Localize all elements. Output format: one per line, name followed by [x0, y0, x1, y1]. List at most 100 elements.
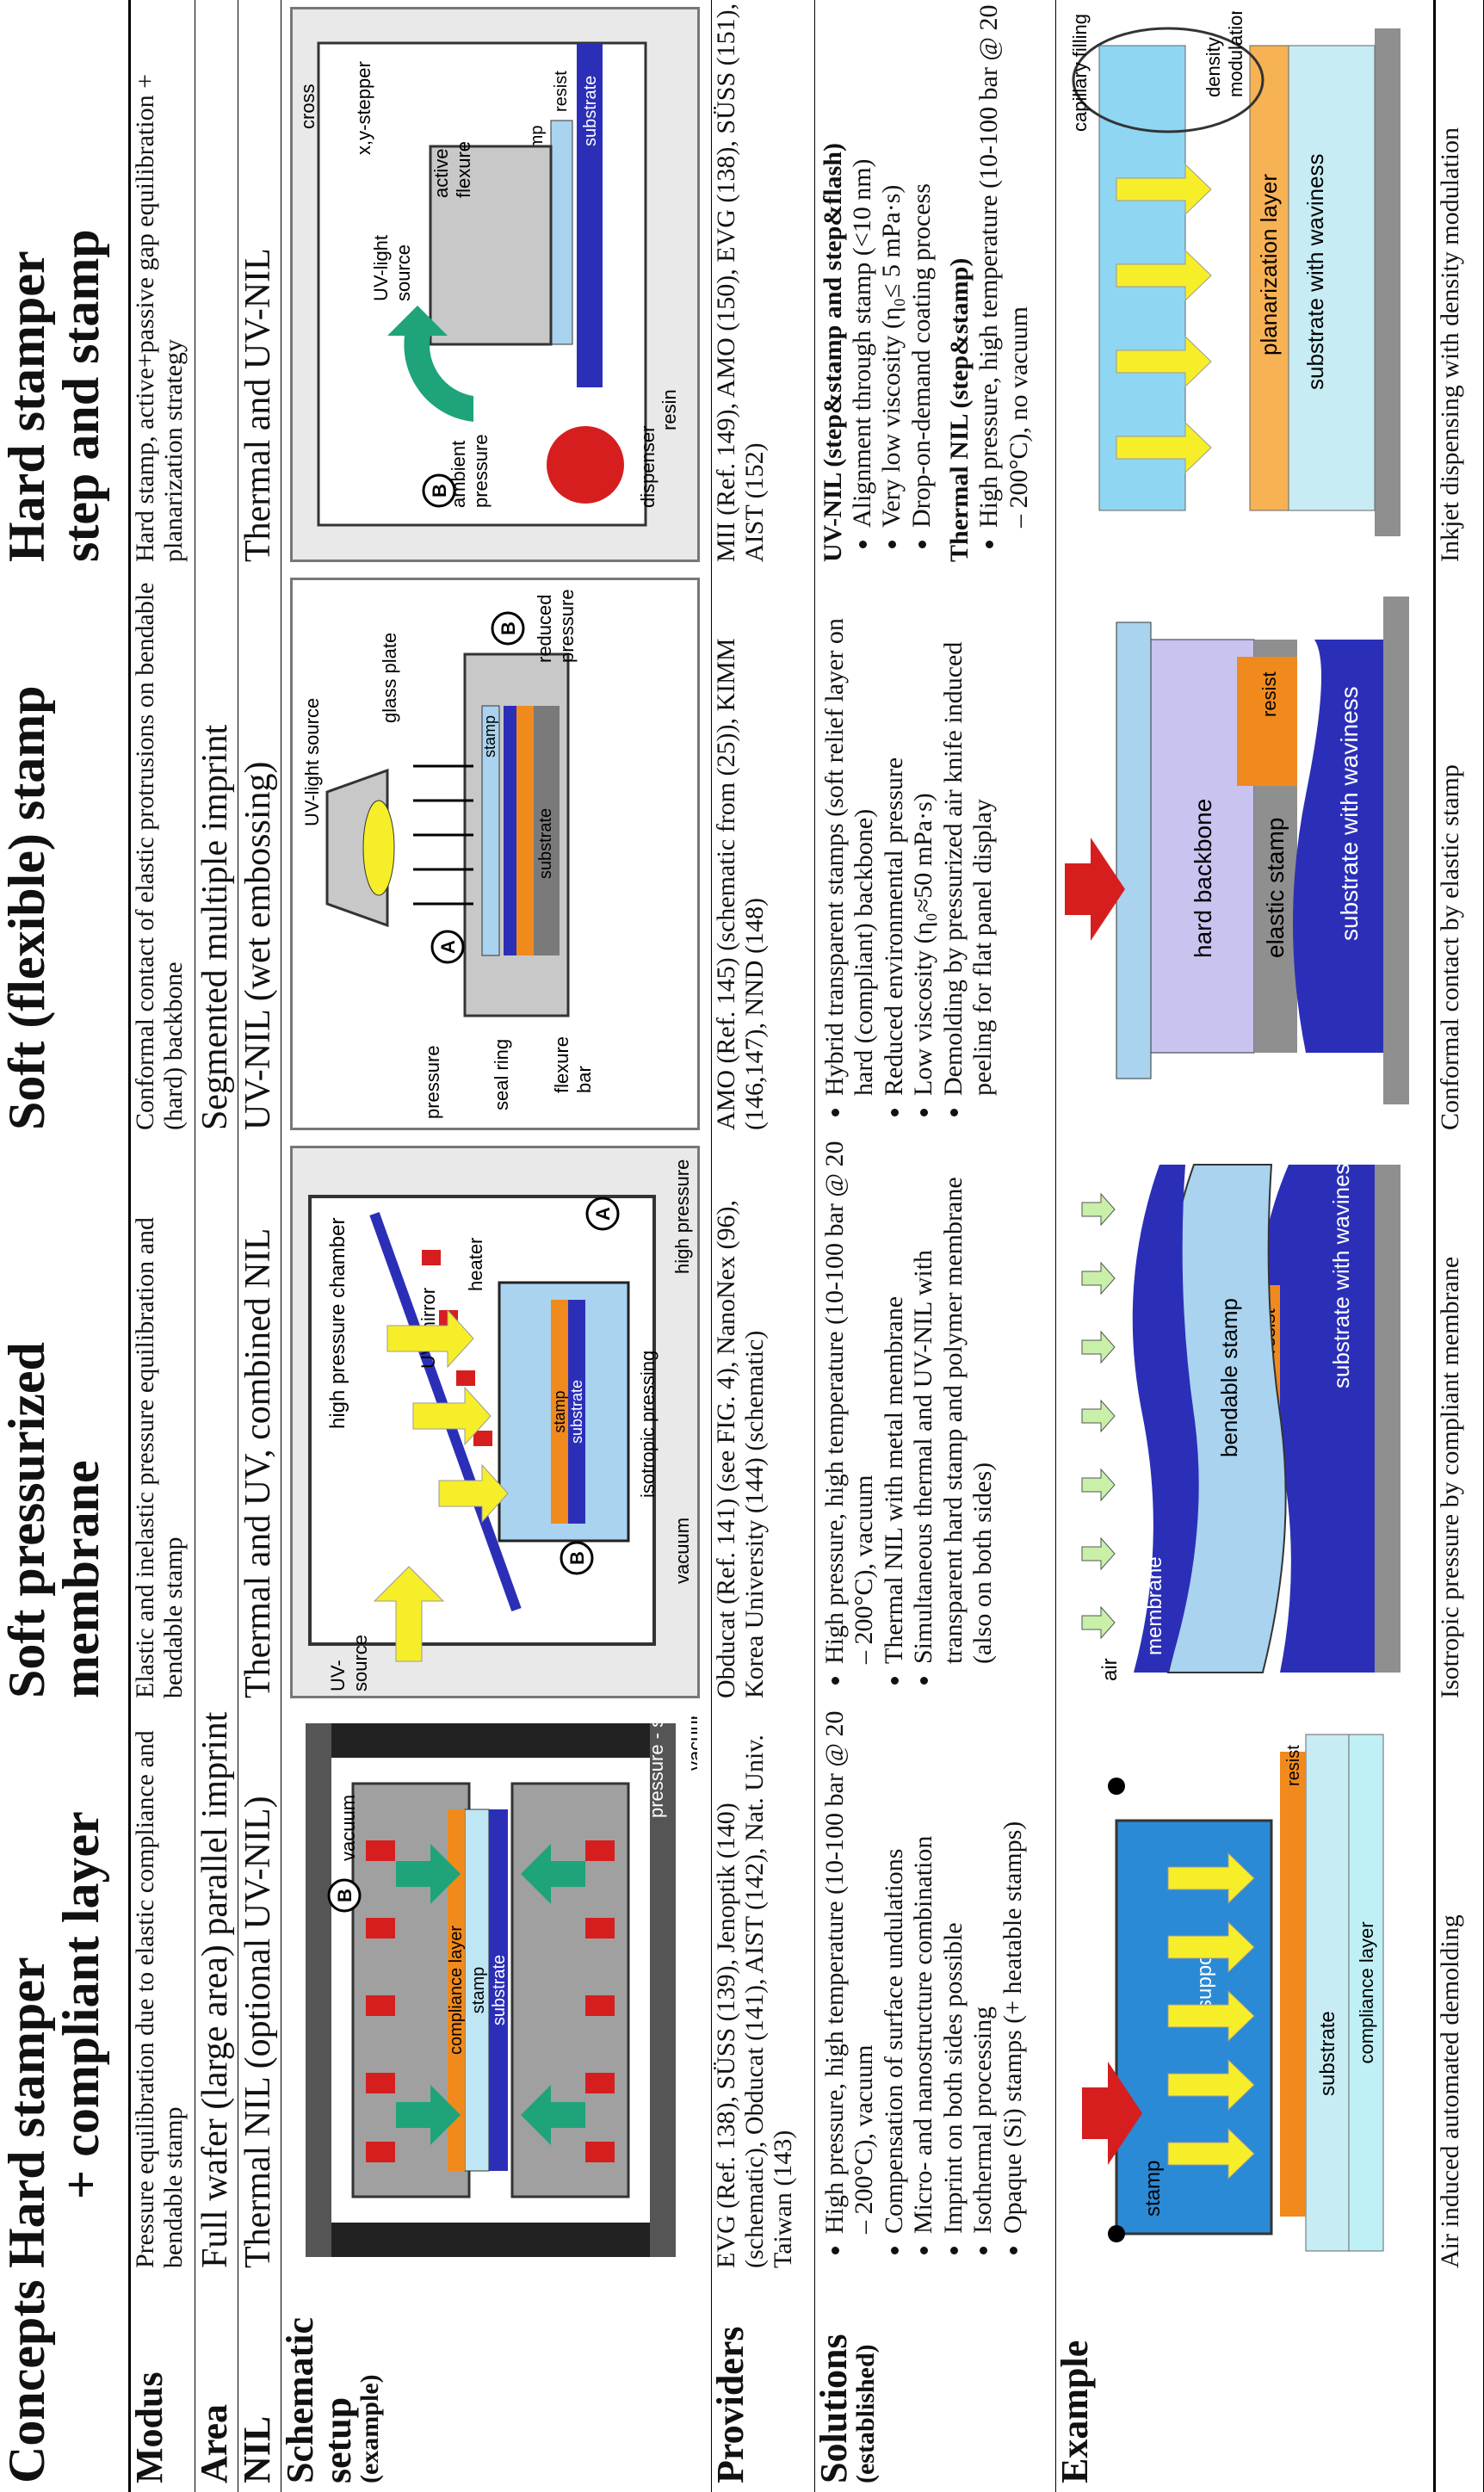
example-4-svg: substrate with waviness planarization la…	[1069, 7, 1401, 536]
svg-text:B: B	[566, 1551, 588, 1565]
schematic-3-svg: substrate stamp UV-light source glass pl…	[301, 589, 595, 1119]
svg-text:elastic stamp: elastic stamp	[1262, 818, 1289, 958]
svg-text:A: A	[592, 1207, 614, 1221]
svg-text:substrate with waviness: substrate with waviness	[1328, 1152, 1354, 1388]
solutions-c4-head-thermal: Thermal NIL (step&stamp)	[945, 257, 974, 562]
svg-text:source: source	[393, 244, 414, 301]
svg-text:vacuum: vacuum	[671, 1518, 693, 1584]
example-2: substrate with waviness resist bendable …	[1065, 1146, 1426, 1698]
svg-text:seal ring: seal ring	[491, 1039, 512, 1110]
list-item: High pressure, high temperature (10-100 …	[820, 1139, 880, 1664]
svg-text:stamp: stamp	[481, 715, 498, 757]
list-item: Isothermal processing	[968, 1707, 999, 2234]
svg-text:membrane: membrane	[1143, 1556, 1166, 1655]
svg-text:glass plate: glass plate	[379, 633, 400, 723]
area-row: Area Full wafer (large area) parallel im…	[193, 0, 238, 2492]
svg-text:pressure - screw: pressure - screw	[646, 1715, 667, 1818]
schematic-2: high pressure chamber UV-mirror stamp su…	[289, 1146, 700, 1698]
area-segmented: Segmented multiple imprint	[195, 0, 238, 1139]
svg-text:compliance layer: compliance layer	[447, 1926, 466, 2055]
svg-text:dispenser: dispenser	[637, 426, 659, 508]
solutions-c1: High pressure, high temperature (10-100 …	[814, 1707, 1055, 2277]
svg-text:heater: heater	[465, 1238, 486, 1291]
modus-c1: Pressure equilibration due to elastic co…	[129, 1707, 195, 2277]
svg-text:stamp: stamp	[469, 1967, 488, 2013]
svg-text:density: density	[1203, 37, 1224, 97]
svg-text:bendable stamp: bendable stamp	[1216, 1298, 1242, 1457]
col-soft-membrane-header: Soft pressurized membrane	[0, 1139, 129, 1707]
list-item: Very low viscosity (η₀≤ 5 mPa·s)	[877, 0, 907, 528]
list-item: Compensation of surface undulations	[880, 1707, 910, 2234]
svg-text:pressure: pressure	[422, 1045, 443, 1119]
svg-text:flexure: flexure	[453, 141, 474, 198]
nil-c1: Thermal NIL (optional UV-NIL)	[238, 1707, 281, 2277]
solutions-c4-list-thermal: High pressure, high temperature (10-100 …	[974, 0, 1034, 562]
modus-c2: Elastic and inelastic pressure equilibra…	[129, 1139, 195, 1707]
svg-text:resist: resist	[1258, 671, 1280, 717]
schematic-row: Schematic setup (example)	[279, 0, 711, 2492]
svg-text:planarization layer: planarization layer	[1256, 174, 1282, 356]
svg-text:pressure: pressure	[556, 589, 578, 663]
svg-text:substrate: substrate	[536, 808, 555, 879]
solutions-label: Solutions (established)	[813, 2277, 1055, 2492]
concepts-header: Concepts	[0, 2277, 129, 2492]
schematic-4: substrate stamp resist UV-light source a…	[289, 7, 700, 562]
svg-text:isotropic pressing: isotropic pressing	[637, 1351, 659, 1498]
list-item: Micro- and nanostructure combination	[909, 1707, 939, 2234]
modus-row: Modus Pressure equilibration due to elas…	[128, 0, 195, 2492]
schematic-1-cell: compliance layer stamp substrate vacuum …	[281, 1707, 711, 2277]
list-item: High pressure, high temperature (10-100 …	[974, 0, 1034, 528]
example-caption-row: Air induced automated demolding Isotropi…	[1434, 0, 1484, 2492]
svg-text:capillary filling: capillary filling	[1069, 14, 1091, 132]
list-item: Alignment through stamp (<10 nm)	[848, 0, 878, 528]
list-item: Drop-on-demand coating process	[907, 0, 937, 528]
svg-text:bar: bar	[573, 1066, 595, 1093]
solutions-c3: Hybrid transparent stamps (soft relief l…	[814, 571, 1055, 1139]
nil-c3: UV-NIL (wet embossing)	[238, 571, 281, 1139]
svg-text:vacuum: vacuum	[337, 1795, 359, 1861]
example-3-caption: Conformal contact by elastic stamp	[1434, 571, 1484, 1139]
modus-label: Modus	[128, 2277, 195, 2492]
svg-text:B: B	[429, 484, 450, 498]
list-item: Low viscosity (η₀≈50 mPa·s)	[909, 571, 939, 1096]
schematic-label: Schematic setup (example)	[279, 2277, 711, 2492]
svg-text:UV-light source: UV-light source	[301, 698, 323, 826]
example-1-cell: compliance layer substrate resist stamp …	[1055, 1707, 1434, 2277]
svg-text:stamp: stamp	[1141, 2161, 1165, 2217]
example-1-caption: Air induced automated demolding	[1434, 1707, 1484, 2277]
col-soft-stamp-header: Soft (flexible) stamp	[0, 571, 129, 1139]
svg-text:UV-: UV-	[327, 1660, 349, 1691]
providers-c2: Obducat (Ref. 141) (see FIG. 4), NanoNex…	[711, 1139, 814, 1707]
svg-text:substrate with waviness: substrate with waviness	[1302, 153, 1328, 390]
svg-text:high pressure chamber: high pressure chamber	[326, 1218, 349, 1429]
providers-row: Providers EVG (Ref. 138), SÜSS (139), Je…	[709, 0, 814, 2492]
example-3: hard backbone elastic stamp resist subst…	[1064, 578, 1426, 1130]
example-3-svg: hard backbone elastic stamp resist subst…	[1064, 597, 1409, 1104]
list-item: Demolding by pressurized air knife induc…	[939, 571, 999, 1096]
svg-text:substrate: substrate	[1316, 2011, 1339, 2096]
modus-c3: Conformal contact of elastic protrusions…	[129, 571, 195, 1139]
svg-text:UV-light: UV-light	[370, 235, 392, 301]
svg-text:substrate: substrate	[581, 76, 600, 146]
col-hard-stamper-header: Hard stamper+ compliant layer	[0, 1707, 129, 2277]
solutions-row: Solutions (established) High pressure, h…	[813, 0, 1055, 2492]
svg-text:active: active	[430, 149, 452, 198]
svg-text:vacuum: vacuum	[684, 1715, 697, 1771]
nil-label: NIL	[236, 2277, 281, 2492]
list-item: Hybrid transparent stamps (soft relief l…	[820, 571, 880, 1096]
example-4: substrate with waviness planarization la…	[1065, 7, 1426, 562]
caption-spacer	[1434, 2277, 1484, 2492]
schematic-3-cell: substrate stamp UV-light source glass pl…	[281, 571, 711, 1139]
providers-c1: EVG (Ref. 138), SÜSS (139), Jenoptik (14…	[711, 1707, 814, 2277]
example-4-cell: substrate with waviness planarization la…	[1055, 0, 1434, 571]
solutions-c2-list: High pressure, high temperature (10-100 …	[820, 1139, 999, 1698]
svg-text:source: source	[349, 1635, 371, 1691]
svg-text:air: air	[1098, 1658, 1122, 1681]
svg-text:flexure: flexure	[551, 1036, 572, 1093]
list-item: Reduced environmental pressure	[880, 571, 910, 1096]
schematic-2-svg: high pressure chamber UV-mirror stamp su…	[307, 1159, 693, 1691]
nil-c2: Thermal and UV, combined NIL	[238, 1139, 281, 1707]
